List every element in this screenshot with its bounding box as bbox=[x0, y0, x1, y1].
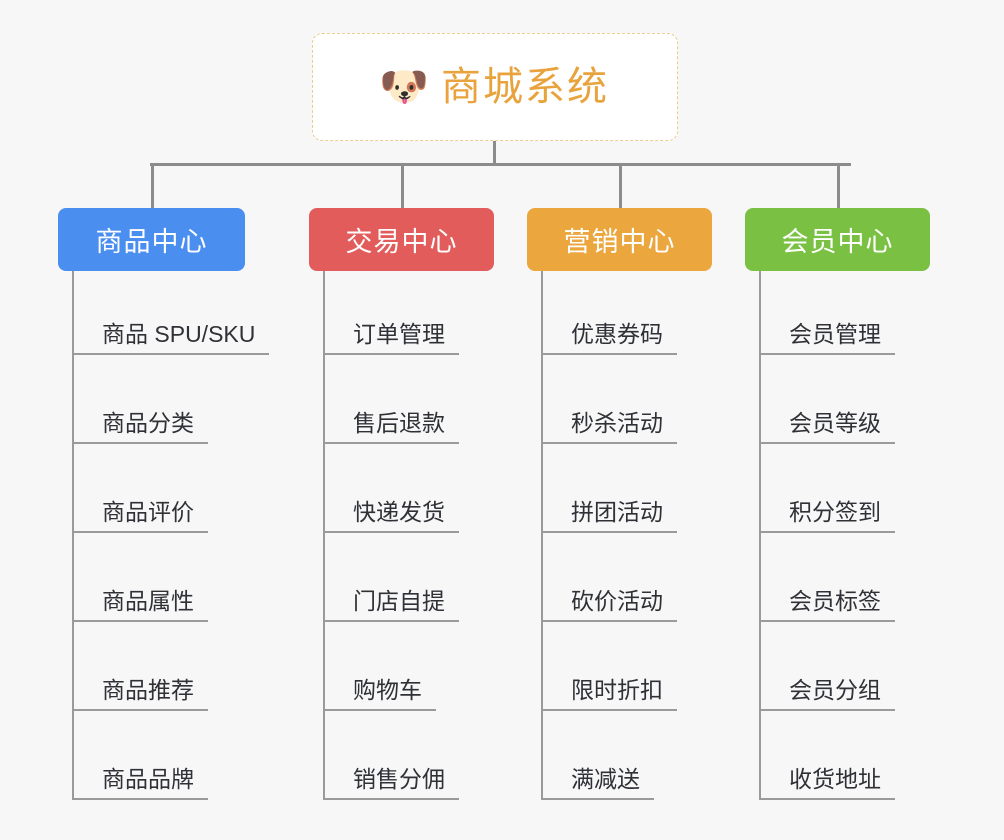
leaf-item-label: 商品分类 bbox=[102, 410, 194, 436]
connector-drop-3 bbox=[618, 163, 622, 209]
leaf-item-label: 砍价活动 bbox=[571, 588, 663, 614]
leaf-item-rule bbox=[541, 531, 677, 533]
leaf-item-label: 拼团活动 bbox=[571, 499, 663, 525]
leaf-item-label: 购物车 bbox=[353, 677, 422, 703]
connector-drop-4 bbox=[836, 163, 840, 209]
leaf-item-rule bbox=[72, 798, 208, 800]
leaf-item-label: 积分签到 bbox=[789, 499, 881, 525]
leaf-item-label: 优惠券码 bbox=[571, 321, 663, 347]
leaf-item-label: 会员分组 bbox=[789, 677, 881, 703]
leaf-item-rule bbox=[759, 798, 895, 800]
leaf-item-rule bbox=[72, 709, 208, 711]
leaf-item-label: 商品评价 bbox=[102, 499, 194, 525]
column-header-3[interactable]: 营销中心 bbox=[527, 208, 712, 271]
connector-drop-1 bbox=[150, 163, 154, 209]
connector-stem bbox=[493, 141, 496, 165]
leaf-item-rule bbox=[72, 353, 269, 355]
leaf-item-label: 会员管理 bbox=[789, 321, 881, 347]
leaf-item-rule bbox=[72, 531, 208, 533]
leaf-item-rule bbox=[323, 531, 459, 533]
column-spine-1 bbox=[72, 271, 74, 800]
leaf-item-label: 商品 SPU/SKU bbox=[102, 321, 256, 347]
leaf-item-label: 商品属性 bbox=[102, 588, 194, 614]
leaf-item-rule bbox=[72, 442, 208, 444]
leaf-item-rule bbox=[323, 442, 459, 444]
leaf-item-rule bbox=[759, 442, 895, 444]
leaf-item-rule bbox=[759, 531, 895, 533]
connector-drop-2 bbox=[400, 163, 404, 209]
column-header-2[interactable]: 交易中心 bbox=[309, 208, 494, 271]
column-spine-2 bbox=[323, 271, 325, 800]
leaf-item-rule bbox=[759, 620, 895, 622]
leaf-item-rule bbox=[323, 353, 459, 355]
leaf-item-label: 商品品牌 bbox=[102, 766, 194, 792]
leaf-item-label: 门店自提 bbox=[353, 588, 445, 614]
column-header-4[interactable]: 会员中心 bbox=[745, 208, 930, 271]
column-header-1[interactable]: 商品中心 bbox=[58, 208, 245, 271]
leaf-item-label: 会员标签 bbox=[789, 588, 881, 614]
leaf-item-rule bbox=[541, 798, 654, 800]
root-title: 商城系统 bbox=[441, 65, 609, 109]
leaf-item-label: 商品推荐 bbox=[102, 677, 194, 703]
leaf-item-rule bbox=[541, 620, 677, 622]
connector-bus bbox=[150, 163, 851, 166]
leaf-item-rule bbox=[72, 620, 208, 622]
leaf-item-rule bbox=[541, 442, 677, 444]
leaf-item-rule bbox=[323, 798, 459, 800]
leaf-item-label: 快递发货 bbox=[353, 499, 445, 525]
root-node[interactable]: 🐶 商城系统 bbox=[312, 33, 678, 141]
leaf-item-rule bbox=[541, 353, 677, 355]
leaf-item-label: 会员等级 bbox=[789, 410, 881, 436]
column-spine-4 bbox=[759, 271, 761, 800]
leaf-item-rule bbox=[541, 709, 677, 711]
leaf-item-rule bbox=[759, 353, 895, 355]
dog-face-icon: 🐶 bbox=[379, 65, 429, 109]
leaf-item-label: 销售分佣 bbox=[353, 766, 445, 792]
leaf-item-rule bbox=[323, 709, 436, 711]
leaf-item-label: 售后退款 bbox=[353, 410, 445, 436]
leaf-item-label: 满减送 bbox=[571, 766, 640, 792]
leaf-item-rule bbox=[759, 709, 895, 711]
leaf-item-label: 订单管理 bbox=[353, 321, 445, 347]
leaf-item-label: 收货地址 bbox=[789, 766, 881, 792]
leaf-item-rule bbox=[323, 620, 459, 622]
leaf-item-label: 限时折扣 bbox=[571, 677, 663, 703]
column-spine-3 bbox=[541, 271, 543, 800]
leaf-item-label: 秒杀活动 bbox=[571, 410, 663, 436]
